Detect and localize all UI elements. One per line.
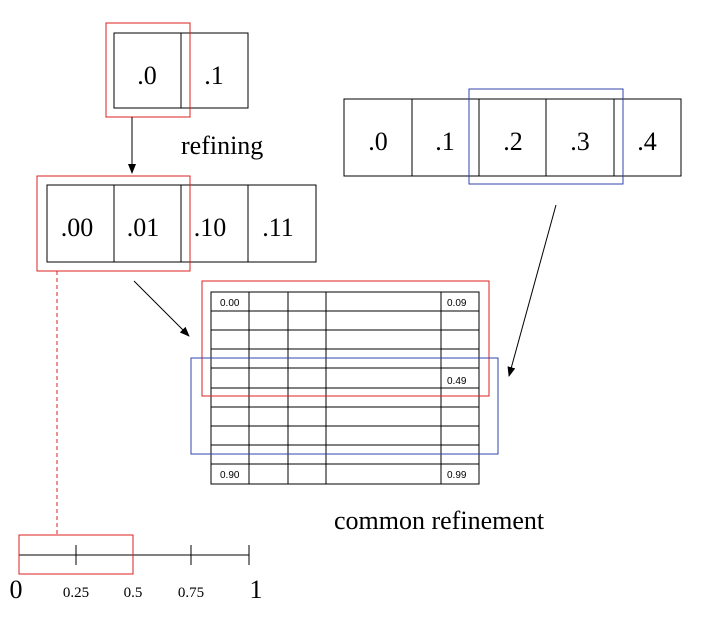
tick-label-0-25: 0.25 — [63, 585, 89, 601]
refined-label-01: .01 — [127, 213, 160, 242]
top-pair-label-0: .0 — [137, 61, 157, 90]
grid-label-mid-right: 0.49 — [447, 376, 467, 387]
grid-label-bottom-left: 0.90 — [220, 470, 240, 481]
five-label-1: .1 — [435, 127, 455, 156]
five-label-2: .2 — [503, 127, 523, 156]
five-label-3: .3 — [570, 127, 590, 156]
grid-label-bottom-right: 0.99 — [447, 470, 467, 481]
number-line-highlight — [18, 534, 134, 575]
refinement-grid: 0.00 0.09 0.49 0.90 0.99 — [190, 280, 499, 485]
five-label-0: .0 — [368, 127, 388, 156]
grid-red-highlight — [201, 280, 490, 397]
left-to-grid-arrow — [133, 280, 190, 337]
right-to-grid-arrow — [507, 204, 557, 377]
top-pair: .0 .1 — [105, 22, 249, 118]
refined-row: .00 .01 .10 .11 — [36, 175, 317, 272]
refined-label-11: .11 — [262, 213, 294, 242]
five-cell-4 — [613, 98, 682, 177]
grid-blue-highlight — [190, 357, 499, 455]
grid-label-top-left: 0.00 — [220, 298, 240, 309]
top-pair-highlight — [105, 22, 191, 118]
five-row: .0 .1 .2 .3 .4 — [343, 88, 682, 185]
grid-label-top-right: 0.09 — [447, 298, 467, 309]
common-refinement-caption: common refinement — [334, 506, 545, 535]
tick-label-0: 0 — [10, 575, 23, 604]
tick-label-0-75: 0.75 — [178, 585, 204, 601]
tick-label-1: 1 — [250, 575, 263, 604]
five-label-4: .4 — [637, 127, 657, 156]
top-pair-cell-1 — [180, 32, 249, 109]
five-row-highlight — [468, 88, 624, 185]
refined-row-highlight — [36, 175, 191, 272]
top-pair-label-1: .1 — [204, 61, 224, 90]
tick-label-0-5: 0.5 — [124, 585, 143, 601]
refined-cell-11 — [247, 184, 317, 263]
refined-label-00: .00 — [61, 213, 94, 242]
refining-caption: refining — [181, 131, 263, 160]
refined-label-10: .10 — [194, 213, 227, 242]
number-line: 0 0.25 0.5 0.75 1 — [10, 534, 263, 604]
